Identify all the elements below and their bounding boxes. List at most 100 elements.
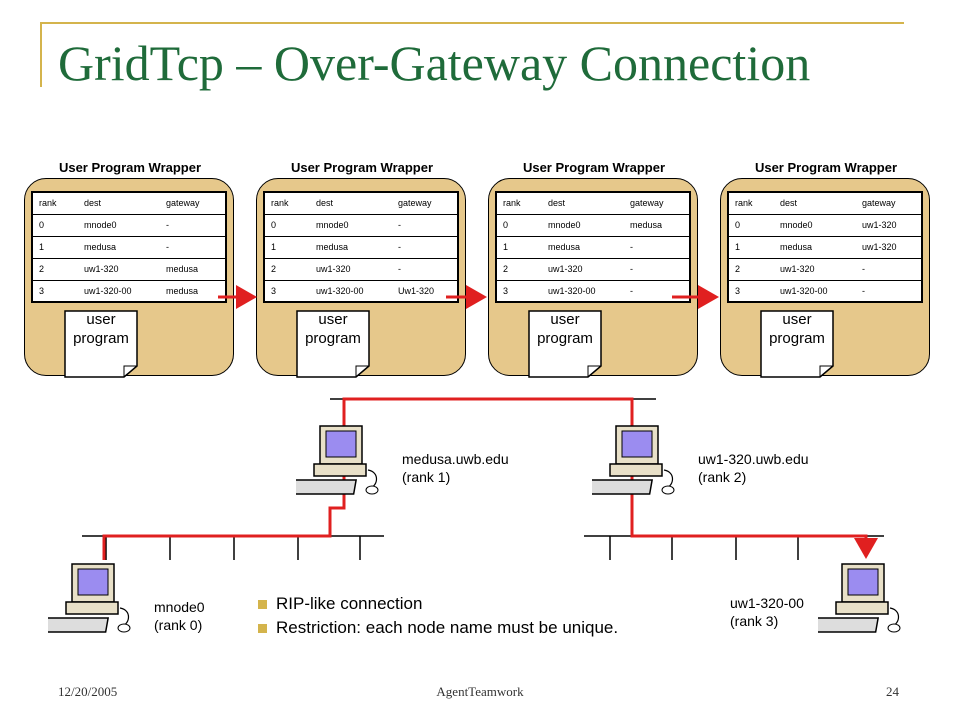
table-cell: - [160, 214, 226, 237]
bullet-item: Restriction: each node name must be uniq… [258, 616, 618, 640]
table-cell: dest [774, 192, 856, 215]
table-cell: - [392, 236, 458, 259]
user-program-line1: user [550, 311, 580, 328]
host-rank: (rank 0) [154, 617, 203, 633]
table-cell: - [630, 285, 633, 296]
bullet-item: RIP-like connection [258, 592, 618, 616]
computer-icon [296, 425, 379, 495]
table-cell: medusa [78, 236, 160, 259]
table-cell: rank [728, 192, 774, 215]
computer-icon [818, 563, 901, 633]
table-cell: 0 [264, 214, 310, 237]
table-cell: 1 [32, 236, 78, 259]
table-cell: gateway [856, 192, 922, 215]
host-name: uw1-320.uwb.edu [698, 451, 809, 467]
title-rule-horizontal [40, 22, 904, 24]
bullet-list: RIP-like connection Restriction: each no… [258, 592, 618, 640]
table-cell: 3 [271, 285, 277, 296]
table-cell: uw1-320 [542, 258, 624, 281]
host-name: uw1-320-00 [730, 595, 804, 611]
table-cell: gateway [160, 192, 226, 215]
user-program-line2: program [537, 330, 593, 347]
host-rank: (rank 1) [402, 469, 451, 485]
table-cell: dest [78, 192, 160, 215]
host-rank: (rank 2) [698, 469, 747, 485]
table-cell: - [624, 236, 690, 259]
footer-date: 12/20/2005 [58, 684, 118, 699]
user-program-doc-3: user program [528, 310, 602, 378]
table-row: 3 uw1-320-00 medusa [32, 280, 226, 302]
table-cell: uw1-320-00 [84, 285, 132, 296]
user-program-doc-4: user program [760, 310, 834, 378]
bullet-text: Restriction: each node name must be uniq… [276, 618, 619, 637]
table-cell: 3 [39, 285, 45, 296]
user-program-line2: program [305, 330, 361, 347]
table-cell: - [856, 258, 922, 281]
table-cell: - [392, 214, 458, 237]
wrapper-label-4: User Program Wrapper [754, 160, 898, 175]
table-cell: 1 [496, 236, 542, 259]
host-label-uw1-320: uw1-320.uwb.edu (rank 2) [698, 450, 809, 486]
table-cell: uw1-320 [774, 258, 856, 281]
table-cell: gateway [624, 192, 690, 215]
footer-center: AgentTeamwork [436, 684, 524, 699]
host-rank: (rank 3) [730, 613, 779, 629]
bullet-square-icon [258, 599, 267, 609]
table-cell: 2 [496, 258, 542, 281]
table-cell: 3 [735, 285, 741, 296]
wrapper-label-2: User Program Wrapper [290, 160, 434, 175]
wrapper-label-3: User Program Wrapper [522, 160, 666, 175]
table-cell: uw1-320-00 [316, 285, 364, 296]
host-name: medusa.uwb.edu [402, 451, 509, 467]
table-cell: medusa [624, 214, 690, 237]
user-program-line2: program [73, 330, 129, 347]
table-cell: 0 [728, 214, 774, 237]
user-program-line2: program [769, 330, 825, 347]
table-cell: 1 [264, 236, 310, 259]
table-cell: medusa [166, 285, 199, 296]
table-cell: mnode0 [310, 214, 392, 237]
table-cell: 2 [264, 258, 310, 281]
table-cell: dest [542, 192, 624, 215]
bullet-text: RIP-like connection [276, 594, 423, 613]
table-cell: mnode0 [542, 214, 624, 237]
page-number: 24 [886, 684, 899, 699]
host-label-mnode0: mnode0 (rank 0) [154, 598, 205, 634]
table-cell: medusa [542, 236, 624, 259]
bullet-square-icon [258, 623, 267, 633]
host-label-medusa: medusa.uwb.edu (rank 1) [402, 450, 509, 486]
table-cell: 0 [496, 214, 542, 237]
table-cell: rank [264, 192, 310, 215]
table-cell: 0 [32, 214, 78, 237]
table-cell: uw1-320 [856, 236, 922, 259]
table-cell: uw1-320 [856, 214, 922, 237]
user-program-line1: user [782, 311, 812, 328]
host-label-uw1-320-00: uw1-320-00 (rank 3) [730, 594, 804, 630]
table-cell: gateway [392, 192, 458, 215]
table-cell: 2 [728, 258, 774, 281]
table-cell: medusa [310, 236, 392, 259]
table-cell: uw1-320 [78, 258, 160, 281]
table-cell: dest [310, 192, 392, 215]
